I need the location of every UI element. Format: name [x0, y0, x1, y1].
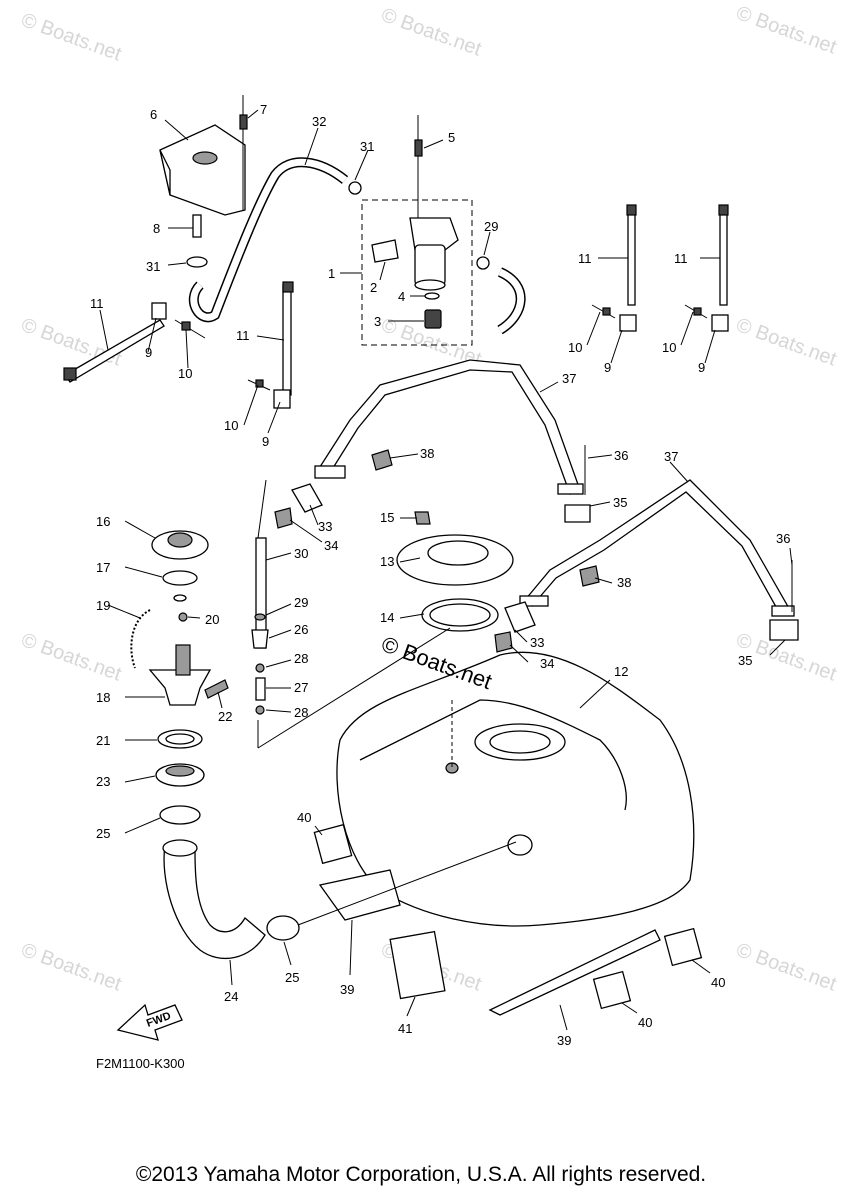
part-label: 16: [96, 514, 110, 529]
part-label: 38: [420, 446, 434, 461]
part-label: 11: [90, 296, 104, 311]
part-label: 39: [557, 1033, 571, 1048]
part-label: 18: [96, 690, 110, 705]
tank-pads: [266, 823, 703, 1016]
part-label: 21: [96, 733, 110, 748]
part-label: 9: [262, 434, 269, 449]
part-label: 36: [776, 531, 790, 546]
part-label: 20: [205, 612, 219, 627]
tank-strap-front: [494, 479, 799, 653]
watermark-text: © Boats.net: [18, 939, 124, 996]
part-label: 33: [530, 635, 544, 650]
part-label: 17: [96, 560, 110, 575]
watermark-text: © Boats.net: [18, 314, 124, 371]
tank-strap-rear: [274, 359, 591, 529]
watermark-text: © Boats.net: [18, 9, 124, 66]
part-label: 3: [374, 314, 381, 329]
fuel-filter-assembly: [361, 115, 526, 346]
part-label: 39: [340, 982, 354, 997]
part-label: 24: [224, 989, 238, 1004]
part-label: 35: [738, 653, 752, 668]
cable-tie-right-1: [591, 204, 637, 332]
part-label: 25: [96, 826, 110, 841]
part-label: 9: [604, 360, 611, 375]
part-label: 40: [638, 1015, 652, 1030]
part-label: 8: [153, 221, 160, 236]
part-label: 26: [294, 622, 308, 637]
part-label: 10: [178, 366, 192, 381]
part-label: 36: [614, 448, 628, 463]
leader-lines: [99, 109, 793, 1031]
part-label: 38: [617, 575, 631, 590]
part-label: 33: [318, 519, 332, 534]
part-label: 1: [328, 266, 335, 281]
part-label: 30: [294, 546, 308, 561]
part-label: 25: [285, 970, 299, 985]
forward-arrow-icon: FWD: [116, 1003, 183, 1041]
part-label: 14: [380, 610, 394, 625]
watermark-text: © Boats.net: [378, 4, 484, 61]
part-label: 34: [324, 538, 338, 553]
part-label: 31: [146, 259, 160, 274]
vent-hose: [188, 157, 362, 323]
part-label: 9: [145, 345, 152, 360]
diagram-code: F2M1100-K300: [96, 1056, 185, 1071]
part-label: 28: [294, 705, 308, 720]
part-label: 5: [448, 130, 455, 145]
part-label: 10: [662, 340, 676, 355]
breather-line-parts: [251, 537, 269, 715]
vent-box-assembly: [159, 95, 248, 268]
part-label: 6: [150, 107, 157, 122]
part-label: 12: [614, 664, 628, 679]
part-label: 32: [312, 114, 326, 129]
fuel-pump-plate: [396, 511, 514, 632]
part-label: 13: [380, 554, 394, 569]
part-label: 19: [96, 598, 110, 613]
copyright-notice: ©2013 Yamaha Motor Corporation, U.S.A. A…: [135, 1163, 707, 1186]
part-label: 40: [711, 975, 725, 990]
part-label: 15: [380, 510, 394, 525]
watermark-text: © Boats.net: [733, 2, 839, 59]
part-label: 27: [294, 680, 308, 695]
part-label: 4: [398, 289, 405, 304]
part-label: 31: [360, 139, 374, 154]
watermark-text: © Boats.net: [733, 314, 839, 371]
part-label: 11: [236, 328, 250, 343]
part-number-labels: 6 7 8 31 32 31 5 1 2 4 3 29 11 9 10 11 1…: [90, 102, 790, 1048]
part-label: 35: [613, 495, 627, 510]
part-label: 23: [96, 774, 110, 789]
part-label: 10: [568, 340, 582, 355]
watermark-text: © Boats.net: [733, 939, 839, 996]
part-label: 41: [398, 1021, 412, 1036]
part-label: 29: [484, 219, 498, 234]
part-label: 34: [540, 656, 554, 671]
part-label: 37: [562, 371, 576, 386]
part-label: 22: [218, 709, 232, 724]
part-label: 11: [578, 251, 592, 266]
part-label: 7: [260, 102, 267, 117]
part-label: 40: [297, 810, 311, 825]
part-label: 11: [674, 251, 688, 266]
filler-assembly: [130, 530, 266, 960]
part-label: 28: [294, 651, 308, 666]
part-label: 2: [370, 280, 377, 295]
cable-tie-left: [63, 302, 206, 383]
fuel-tank: [336, 651, 695, 927]
cable-tie-center: [247, 281, 294, 409]
part-label: 29: [294, 595, 308, 610]
cable-tie-right-2: [684, 204, 729, 332]
part-label: 37: [664, 449, 678, 464]
part-label: 9: [698, 360, 705, 375]
watermark-text: © Boats.net: [18, 629, 124, 686]
part-label: 10: [224, 418, 238, 433]
